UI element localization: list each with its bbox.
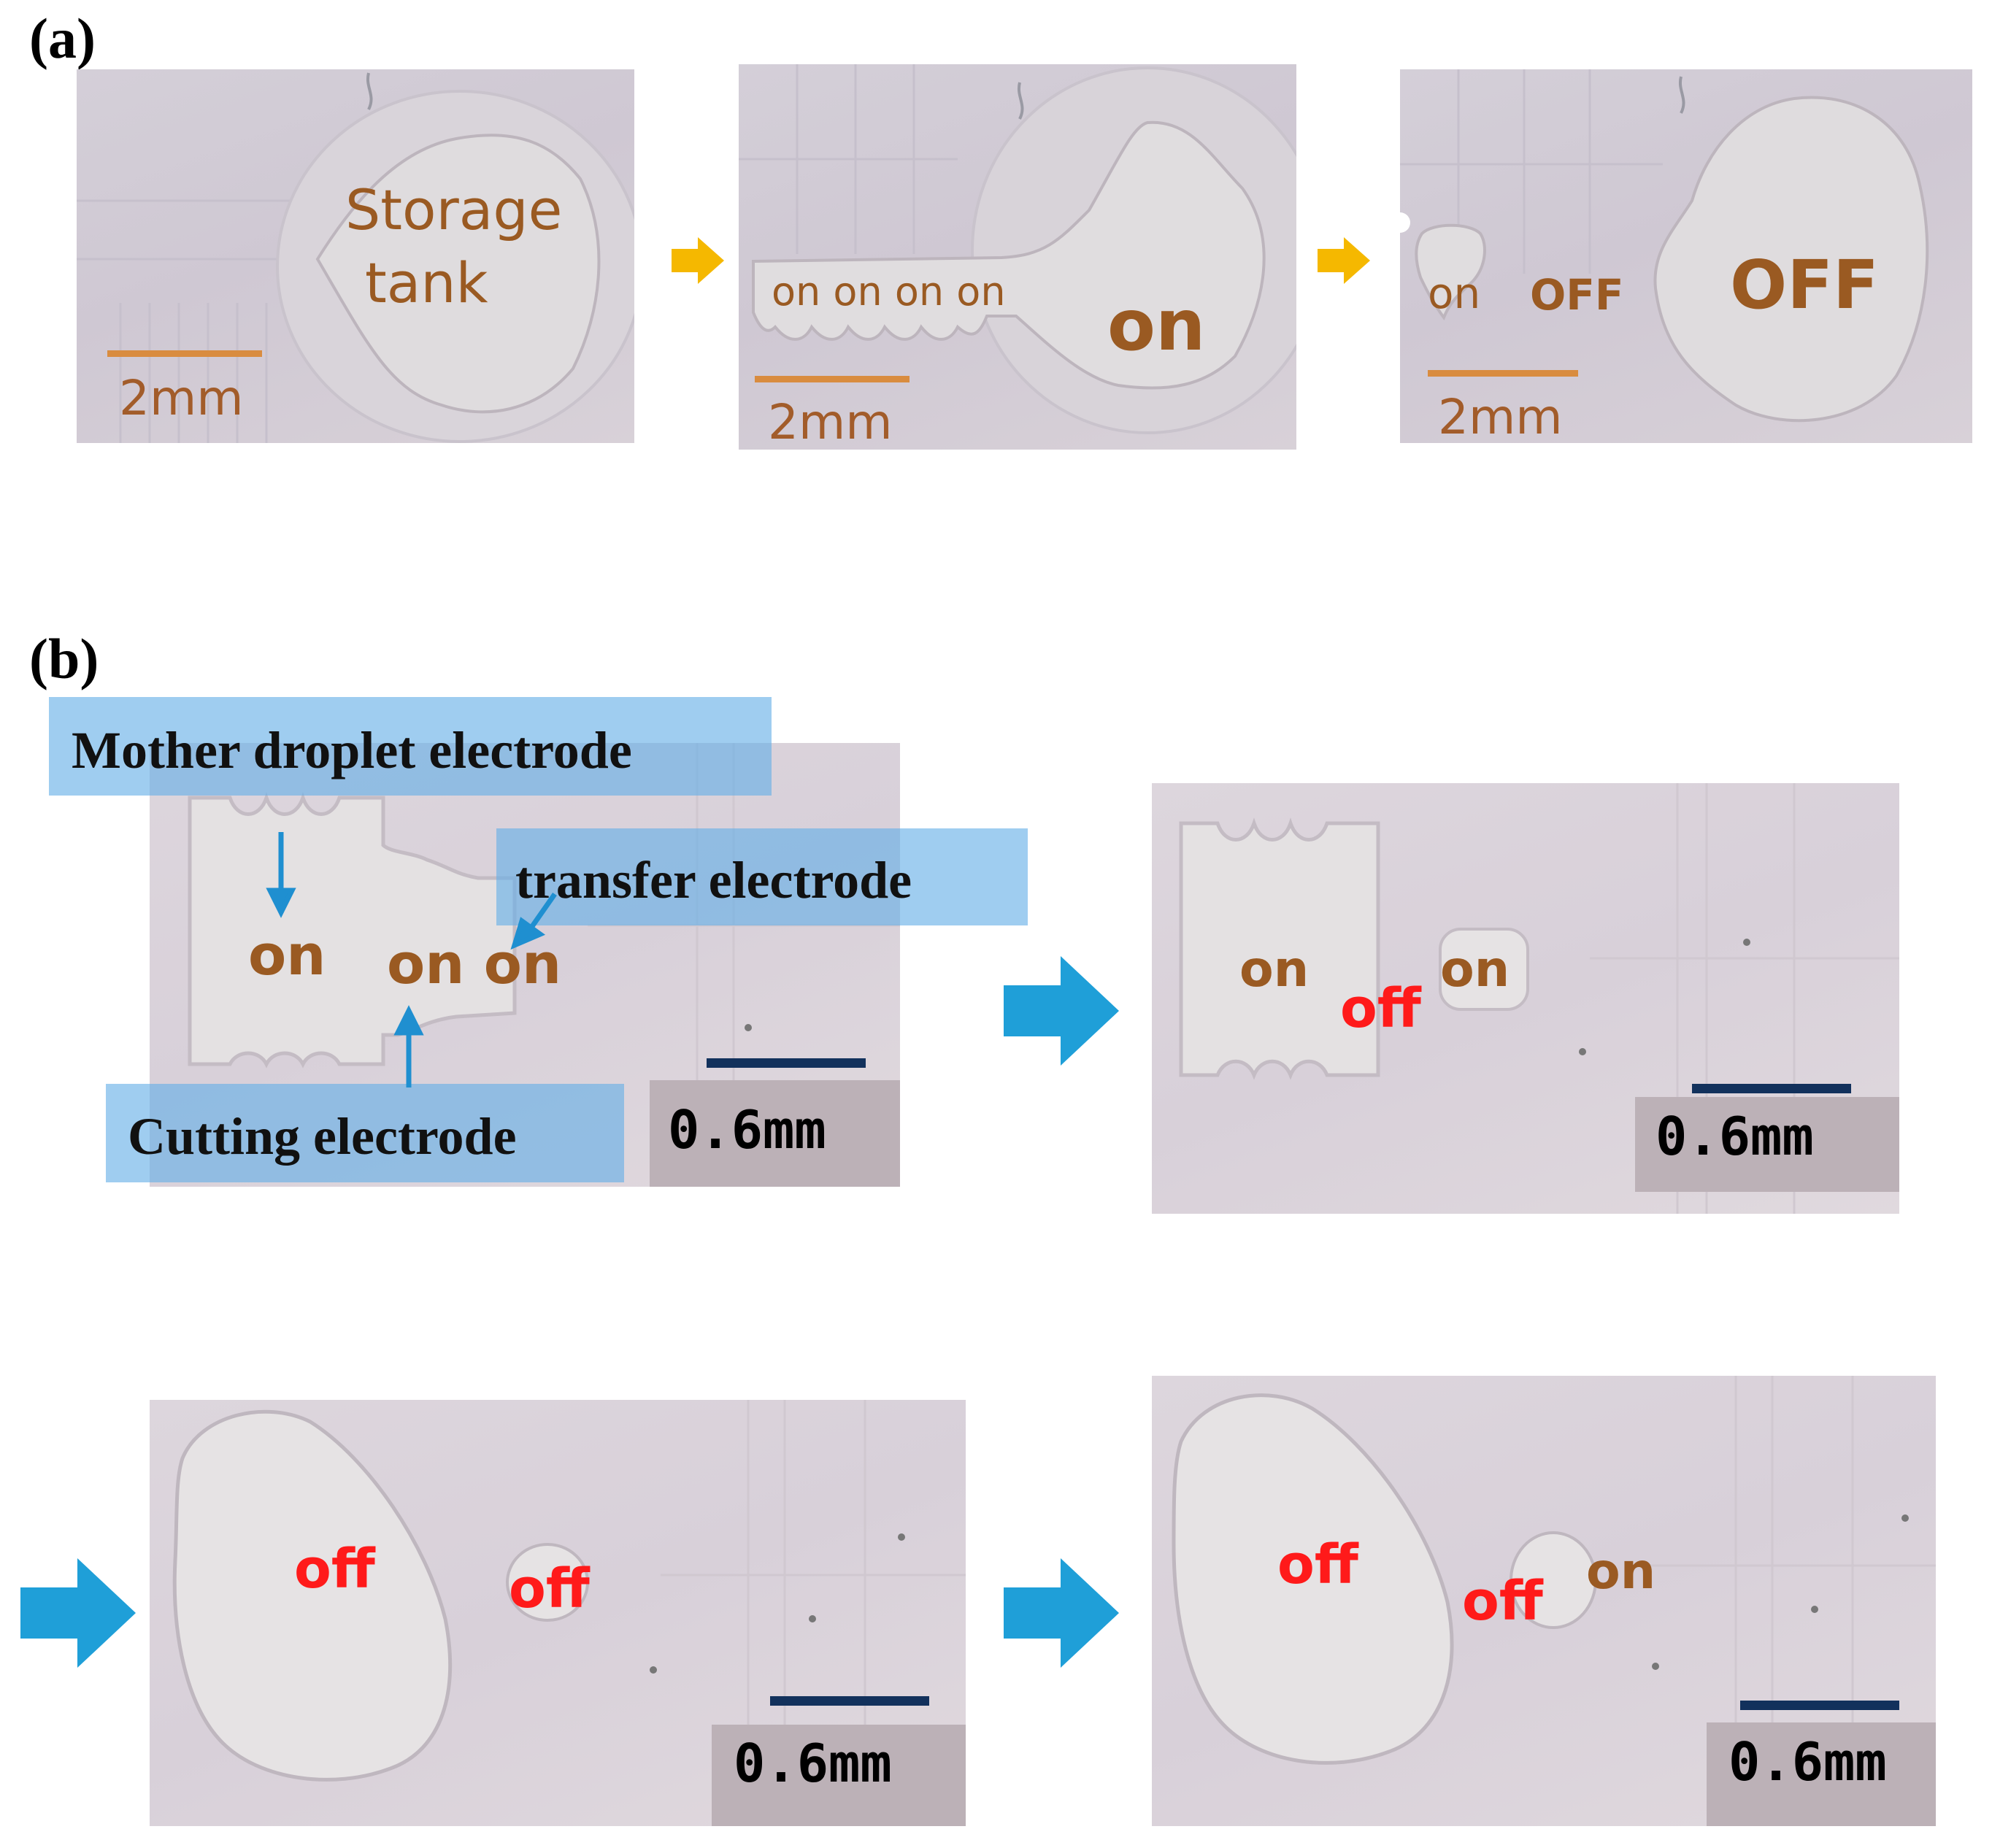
on-label-b1-mother: on	[248, 923, 326, 987]
on-label-a3: on	[1428, 269, 1481, 318]
arrow-right-icon	[20, 1558, 137, 1671]
photo-a3: on OFF OFF 2mm	[1400, 69, 1972, 443]
on-label-a2: on	[1107, 285, 1206, 366]
scale-bar-a1	[107, 350, 262, 357]
scale-label-b4: 0.6mm	[1728, 1731, 1887, 1793]
scale-box-b1	[650, 1080, 900, 1187]
callout-transfer	[496, 828, 1028, 925]
photo-b3: off off 0.6mm	[150, 1400, 966, 1826]
off-label-b3-droplet: off	[509, 1558, 590, 1620]
scale-bar-b3	[770, 1696, 929, 1706]
callout-mother-droplet	[49, 697, 772, 796]
arrow-right-icon	[1004, 956, 1120, 1069]
callout-mother-droplet-text: Mother droplet electrode	[72, 721, 632, 779]
off-label-b2: off	[1340, 977, 1421, 1040]
on-label-b2-droplet: on	[1440, 941, 1510, 998]
on-row-label: on on on on	[772, 269, 1006, 315]
scale-label-b2: 0.6mm	[1655, 1106, 1814, 1167]
tank-label: tank	[365, 250, 488, 315]
on-on-label-b1: on on	[387, 931, 562, 996]
scale-label-a2: 2mm	[768, 394, 893, 450]
panel-a-label: (a)	[29, 7, 96, 70]
photo-b3-drawing	[172, 1400, 966, 1826]
arrow-right-icon	[1004, 1558, 1120, 1671]
photo-a3-drawing	[1400, 69, 1929, 423]
photo-b4-drawing	[1172, 1376, 1936, 1826]
storage-label: Storage	[345, 177, 563, 242]
photo-a1-drawing	[77, 72, 634, 443]
off-label-b4-gap: off	[1462, 1570, 1543, 1633]
scale-bar-b4	[1740, 1701, 1899, 1710]
photo-b4: off off on 0.6mm	[1152, 1376, 1936, 1826]
off-label-a3-small: OFF	[1530, 270, 1624, 320]
scale-label-a1: 2mm	[119, 370, 244, 426]
on-label-b4: on	[1586, 1543, 1656, 1601]
scale-bar-a2	[755, 376, 910, 382]
photo-a1: Storage tank 2mm	[77, 69, 634, 443]
scale-bar-b1	[707, 1058, 866, 1068]
scale-label-a3: 2mm	[1438, 389, 1563, 443]
photo-a2-drawing	[739, 64, 1296, 434]
off-label-b3-mother: off	[294, 1538, 375, 1601]
off-label-b4-mother: off	[1277, 1533, 1358, 1596]
callout-cutting	[106, 1084, 624, 1182]
scale-box-b4	[1707, 1722, 1936, 1826]
scale-bar-a3	[1428, 370, 1578, 377]
scale-bar-b2	[1692, 1084, 1851, 1093]
callout-transfer-text: transfer electrode	[515, 851, 912, 909]
on-label-b2-mother: on	[1239, 941, 1310, 998]
callout-cutting-text: Cutting electrode	[128, 1107, 517, 1166]
off-label-a3-large: OFF	[1730, 246, 1879, 324]
photo-b2: on off on 0.6mm	[1152, 783, 1899, 1214]
panel-b-label: (b)	[29, 627, 99, 690]
arrow-right-icon	[672, 237, 726, 288]
arrow-right-icon	[1318, 237, 1372, 288]
scale-label-b3: 0.6mm	[734, 1733, 892, 1794]
scale-label-b1: 0.6mm	[668, 1099, 826, 1160]
scale-box-b3	[712, 1725, 966, 1826]
photo-a2: on on on on on 2mm	[739, 64, 1296, 450]
scale-box-b2	[1635, 1097, 1899, 1192]
